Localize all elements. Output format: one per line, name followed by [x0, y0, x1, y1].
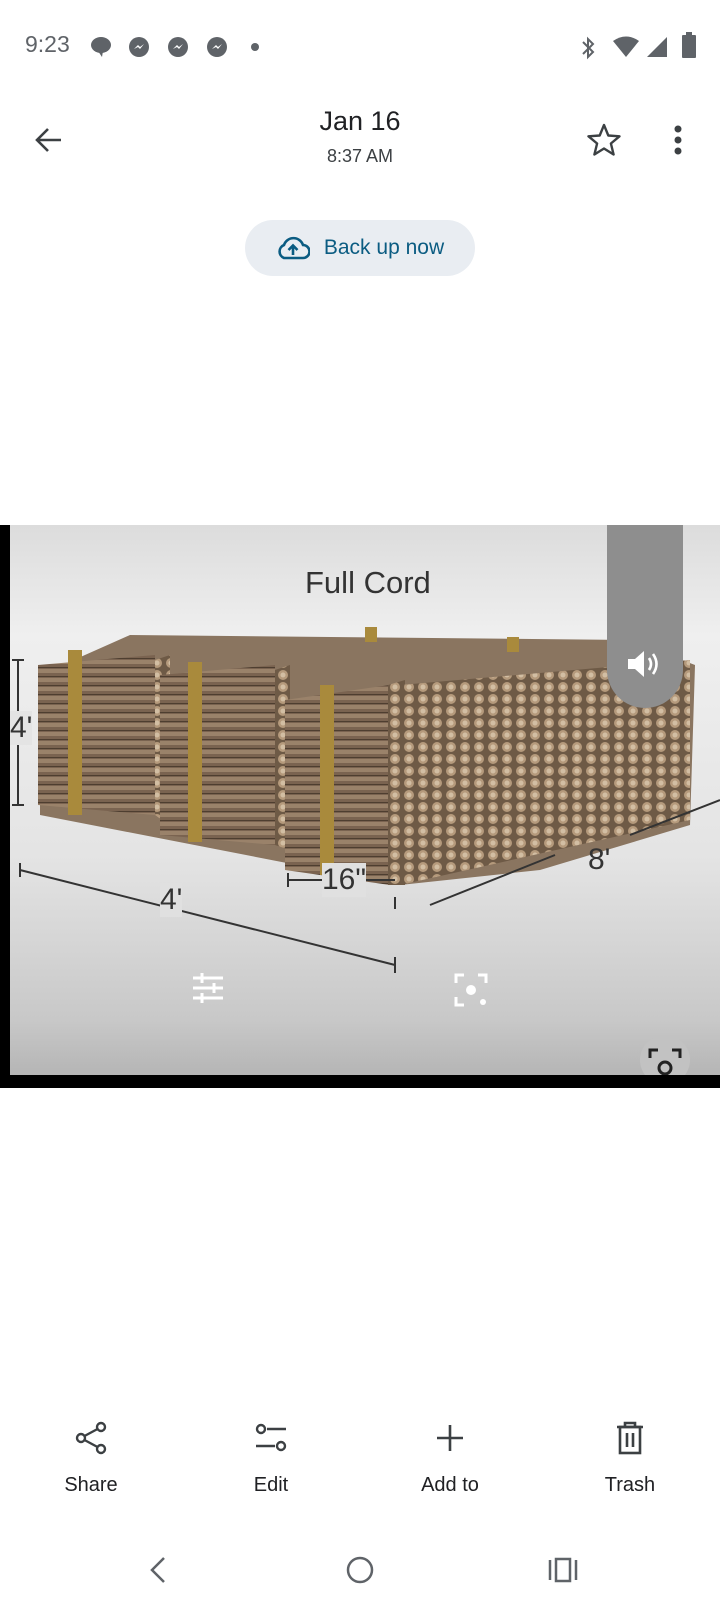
share-label: Share — [64, 1474, 118, 1496]
add-to-label: Add to — [421, 1474, 479, 1496]
edit-button[interactable]: Edit — [201, 1420, 341, 1497]
bluetooth-icon — [582, 36, 595, 60]
messenger-icon — [129, 37, 149, 57]
photo-date: Jan 16 — [319, 106, 401, 136]
nav-recents-icon[interactable] — [547, 1555, 579, 1585]
sound-button — [607, 525, 683, 708]
photo-viewer[interactable]: Full Cord 4' 4' 16" 8' — [0, 525, 720, 1088]
trash-label: Trash — [604, 1474, 656, 1496]
height-label: 4' — [10, 711, 33, 745]
wifi-icon — [613, 36, 639, 57]
search-image-icon — [640, 1035, 690, 1075]
chat-bubble-icon — [91, 37, 111, 57]
adjust-icon — [193, 973, 223, 1003]
edit-icon — [255, 1423, 287, 1452]
star-icon — [587, 123, 621, 156]
signal-icon — [647, 37, 667, 57]
share-button[interactable]: Share — [21, 1420, 161, 1497]
back-up-now-label: Back up now — [323, 236, 445, 259]
trash-icon — [617, 1421, 643, 1455]
nav-home-icon[interactable] — [345, 1555, 375, 1585]
more-options-button[interactable] — [656, 118, 700, 162]
length-label: 8' — [588, 843, 611, 876]
width-label: 16" — [322, 863, 367, 897]
share-icon — [75, 1421, 107, 1455]
back-button[interactable] — [27, 118, 71, 162]
firewood-illustration — [12, 627, 720, 973]
depth-label: 4' — [160, 883, 183, 917]
dot-icon — [251, 43, 259, 51]
arrow-left-icon — [35, 128, 61, 152]
trash-button[interactable]: Trash — [560, 1420, 700, 1497]
messenger-icon — [168, 37, 188, 57]
plus-icon — [437, 1425, 463, 1451]
photo-image: Full Cord 4' 4' 16" 8' — [10, 525, 720, 1075]
system-nav-bar — [0, 1545, 720, 1595]
photo-time: 8:37 AM — [326, 146, 394, 166]
bottom-action-bar: Share Edit Add to Trash — [0, 1420, 720, 1520]
lens-icon — [454, 973, 488, 1007]
battery-icon — [682, 32, 696, 58]
volume-icon — [628, 651, 658, 677]
status-bar: 9:23 — [0, 0, 720, 90]
add-to-button[interactable]: Add to — [380, 1420, 520, 1497]
more-vert-icon — [674, 125, 682, 155]
edit-label: Edit — [253, 1474, 289, 1496]
nav-back-icon[interactable] — [146, 1555, 170, 1585]
header: Jan 16 8:37 AM — [0, 90, 720, 190]
messenger-icon — [207, 37, 227, 57]
status-time: 9:23 — [25, 31, 70, 57]
photo-title-text: Full Cord — [305, 565, 431, 600]
back-up-now-button[interactable]: Back up now — [245, 220, 475, 276]
favorite-button[interactable] — [582, 118, 626, 162]
cloud-upload-icon — [278, 236, 310, 260]
